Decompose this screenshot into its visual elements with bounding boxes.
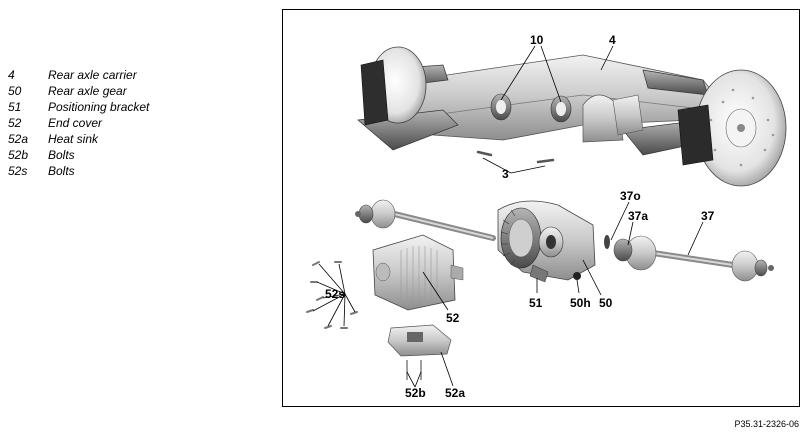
legend-description: Rear axle gear bbox=[48, 84, 127, 98]
callout-52b: 52b bbox=[405, 386, 426, 400]
legend-key: 51 bbox=[8, 100, 22, 114]
legend-description: Bolts bbox=[48, 148, 75, 162]
legend-description: End cover bbox=[48, 116, 103, 130]
figure-id: P35.31-2326-06 bbox=[734, 419, 799, 429]
legend-description: Bolts bbox=[48, 164, 75, 178]
callout-10: 10 bbox=[530, 33, 544, 47]
legend-item: 52s Bolts bbox=[8, 163, 149, 179]
legend-list: 4 Rear axle carrier 50 Rear axle gear 51… bbox=[8, 67, 149, 179]
legend-description: Positioning bracket bbox=[48, 100, 150, 114]
callout-50h: 50h bbox=[570, 296, 591, 310]
bolts-52s bbox=[306, 261, 358, 329]
legend-item: 51 Positioning bracket bbox=[8, 99, 149, 115]
legend-item: 52a Heat sink bbox=[8, 131, 149, 147]
exploded-view-drawing: 10 4 3 37o 37a 37 52s 52 51 50h 50 52b 5… bbox=[306, 33, 787, 400]
legend-description: Heat sink bbox=[48, 132, 99, 146]
legend-description: Rear axle carrier bbox=[48, 68, 137, 82]
exploded-view-frame: 10 4 3 37o 37a 37 52s 52 51 50h 50 52b 5… bbox=[282, 9, 800, 407]
leader-lines bbox=[312, 45, 704, 388]
legend-key: 52s bbox=[8, 164, 28, 178]
callout-37: 37 bbox=[701, 209, 715, 223]
legend-item: 52b Bolts bbox=[8, 147, 149, 163]
callout-51: 51 bbox=[529, 296, 543, 310]
rear-axle-gear bbox=[497, 200, 596, 283]
drive-shaft-left bbox=[355, 199, 496, 241]
callout-52s: 52s bbox=[325, 287, 345, 301]
rear-axle-carrier bbox=[357, 46, 787, 187]
legend-item: 50 Rear axle gear bbox=[8, 83, 149, 99]
legend-key: 52a bbox=[8, 132, 29, 146]
legend-key: 50 bbox=[8, 84, 22, 98]
callout-labels: 10 4 3 37o 37a 37 52s 52 51 50h 50 52b 5… bbox=[325, 33, 715, 400]
end-cover bbox=[372, 234, 464, 311]
legend-item: 4 Rear axle carrier bbox=[8, 67, 149, 83]
callout-50: 50 bbox=[599, 296, 613, 310]
legend-key: 4 bbox=[8, 68, 15, 82]
callout-52: 52 bbox=[446, 311, 460, 325]
bolts-52b bbox=[406, 360, 422, 380]
callout-52a: 52a bbox=[445, 386, 465, 400]
heat-sink bbox=[387, 324, 452, 357]
legend-item: 52 End cover bbox=[8, 115, 149, 131]
callout-37a: 37a bbox=[628, 209, 648, 223]
callout-37o: 37o bbox=[620, 189, 641, 203]
drive-shaft-right bbox=[604, 235, 774, 282]
callout-4: 4 bbox=[609, 33, 616, 47]
callout-3: 3 bbox=[502, 167, 509, 181]
legend-key: 52b bbox=[8, 148, 29, 162]
legend-key: 52 bbox=[8, 116, 22, 130]
